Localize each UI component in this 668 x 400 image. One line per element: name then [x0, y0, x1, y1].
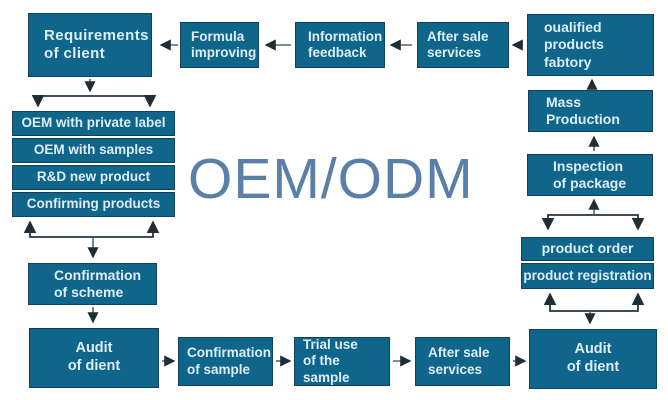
node-rd-new-product: R&D new product	[12, 165, 175, 190]
bracket-into-oem-stack-top	[31, 94, 157, 108]
node-confirmation-of-scheme: Confirmation of scheme	[28, 263, 157, 305]
node-information-feedback: Information feedback	[295, 22, 385, 68]
node-mass-production: Mass Production	[528, 90, 653, 132]
node-audit-of-client-right: Audit of dient	[529, 329, 657, 389]
node-confirming-products: Confirming products	[12, 192, 175, 217]
node-inspection-of-package: Inspection of package	[527, 154, 653, 196]
node-confirmation-of-sample: Confirmation of sample	[178, 337, 273, 386]
node-after-sale-services-bottom: After sale services	[415, 337, 510, 386]
bracket-into-registration-bottom	[543, 292, 645, 312]
node-audit-of-client-left: Audit of dient	[29, 328, 159, 388]
node-requirements-of-client: Requirements of client	[28, 13, 152, 77]
node-oem-with-private-label: OEM with private label	[12, 111, 175, 136]
node-oem-with-samples: OEM with samples	[12, 138, 175, 163]
node-product-order: product order	[521, 237, 654, 261]
bracket-into-product-order-top	[541, 214, 645, 231]
node-after-sale-services-top: After sale services	[417, 22, 509, 68]
node-qualified-products-factory: oualified products fabtory	[527, 14, 654, 76]
bracket-into-oem-stack-bottom	[23, 220, 160, 238]
node-product-registration: product registration	[521, 263, 654, 289]
node-formula-improving: Formula improving	[180, 22, 259, 68]
page-title: OEM/ODM	[188, 147, 474, 211]
node-trial-use-of-sample: Trial use of the sample	[294, 337, 390, 386]
